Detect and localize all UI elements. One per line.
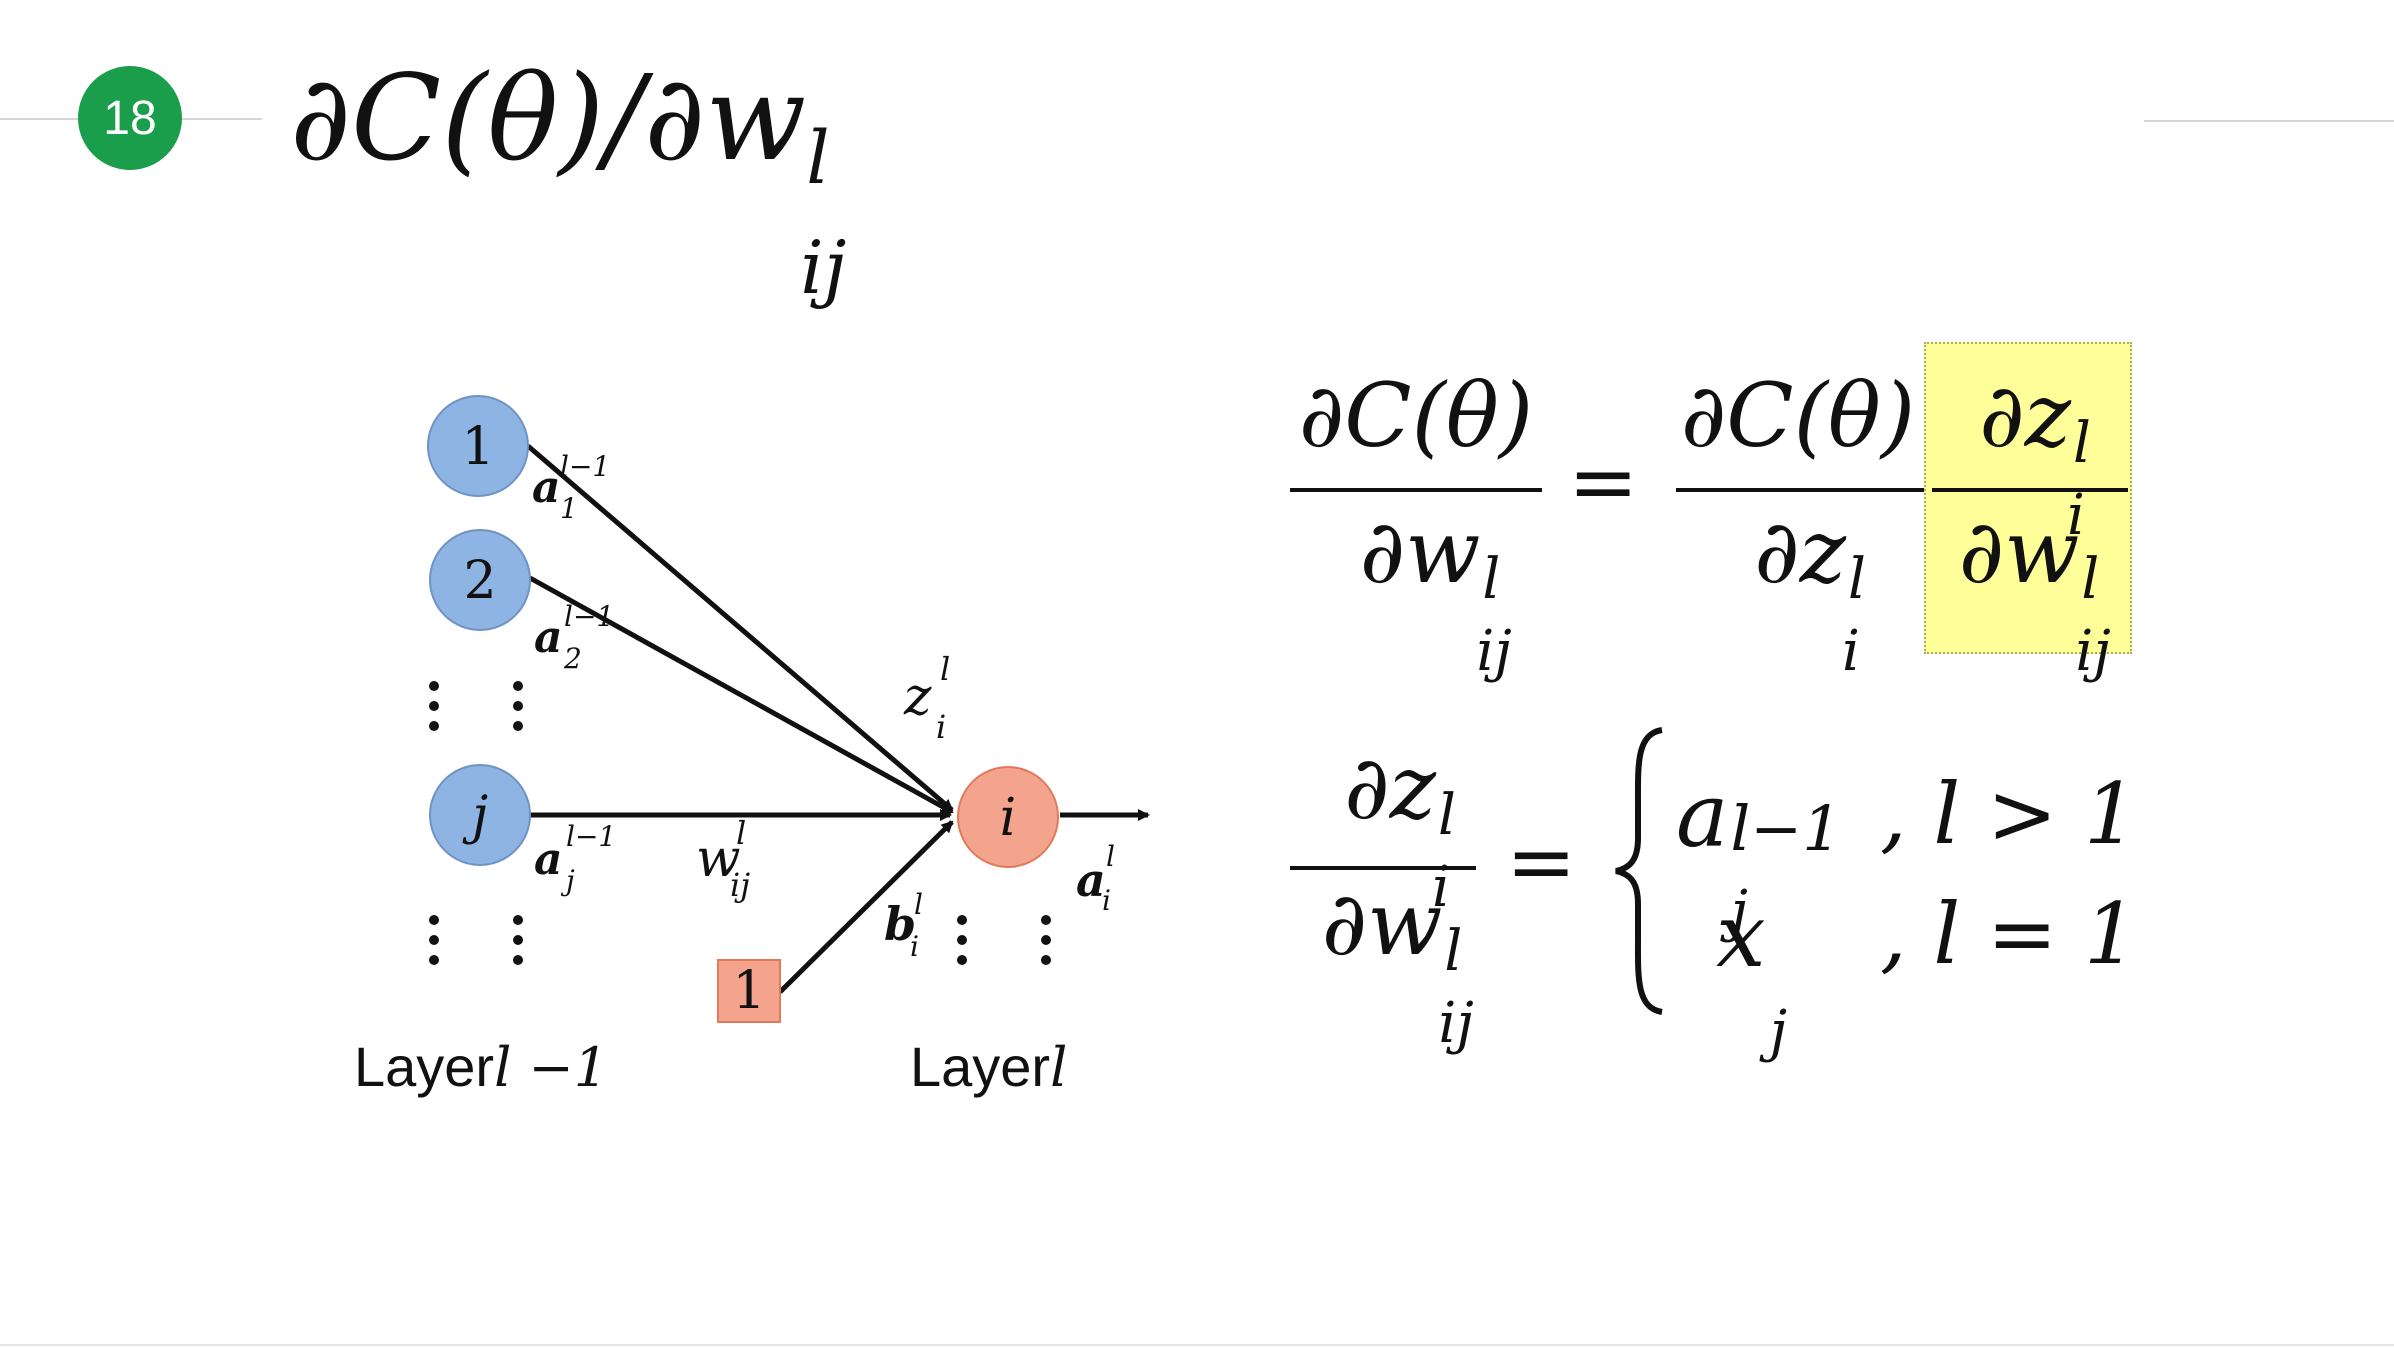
label-a1: a l−1 1 xyxy=(532,450,610,525)
eq2-lhs-num-main: ∂z xyxy=(1344,736,1436,839)
eq1-r2-den-sub: ij xyxy=(2075,619,2111,684)
eq2-lhs-den-sup: l xyxy=(1444,919,1463,984)
eq1-r2-num-sup: l xyxy=(2072,411,2091,476)
eq2-lhs-num-sup: l xyxy=(1437,783,1456,848)
layer-prev-text: Layer xyxy=(354,1035,495,1098)
eq1-r2-num-sub: i xyxy=(2066,483,2085,548)
svg-text:i: i xyxy=(936,708,946,746)
svg-text:l: l xyxy=(914,888,923,921)
slide-number-badge: 18 xyxy=(78,66,182,170)
eq2-lhs-num-sub: i xyxy=(1431,855,1450,920)
input-node-2: 2 xyxy=(429,529,531,631)
eq1-r2-den-main: ∂w xyxy=(1958,500,2080,603)
svg-text:z: z xyxy=(903,667,932,727)
label-a2: a l−1 2 xyxy=(534,600,614,675)
eq2-brace xyxy=(1615,727,1663,1015)
eq2-case1-sub: j xyxy=(1730,879,1748,944)
eq2-lhs-bar xyxy=(1290,866,1476,870)
edge-bias-to-i xyxy=(778,820,954,994)
svg-text:1: 1 xyxy=(560,492,578,525)
input-node-j: j xyxy=(429,764,531,866)
svg-text:l−1: l−1 xyxy=(564,600,614,633)
svg-text:a: a xyxy=(532,462,561,513)
edge-1-to-i xyxy=(526,444,954,812)
eq1-r1-num: ∂C(θ) xyxy=(1680,364,1916,467)
eq2-lhs-den-sub: ij xyxy=(1438,991,1474,1056)
svg-text:i: i xyxy=(910,930,919,963)
svg-text:1: 1 xyxy=(461,417,494,477)
svg-text:l: l xyxy=(1106,840,1115,873)
svg-text:2: 2 xyxy=(463,551,496,611)
eq1-lhs-den-sub: ij xyxy=(1476,619,1512,684)
svg-text:2: 2 xyxy=(563,642,582,675)
eq1-r2-num-main: ∂z xyxy=(1979,364,2071,467)
eq1-lhs-den-main: ∂w xyxy=(1359,500,1481,603)
input-node-1: 1 xyxy=(427,395,529,497)
svg-text:i: i xyxy=(1102,884,1111,917)
eq1-lhs-bar xyxy=(1290,488,1542,492)
eq2-equals: = xyxy=(1506,813,1577,911)
svg-text:b: b xyxy=(884,897,916,951)
eq1-equals: = xyxy=(1568,433,1639,531)
eq1-r1-den-sub: i xyxy=(1841,619,1860,684)
layer-cur-label: Layerl xyxy=(910,1034,1067,1100)
eq1-r2-bar xyxy=(1932,488,2128,492)
eq2-case1-main: a xyxy=(1676,764,1729,867)
svg-text:l−1: l−1 xyxy=(566,820,616,853)
title-main: ∂C(θ)/∂w xyxy=(290,49,807,187)
svg-text:a: a xyxy=(534,834,563,885)
label-ai: a l i xyxy=(1076,840,1115,917)
output-node-i: i xyxy=(957,766,1059,868)
svg-text:i: i xyxy=(1000,788,1017,848)
eq1-r1-bar xyxy=(1676,488,1924,492)
label-aj: a l−1 j xyxy=(534,820,616,897)
ellipsis-right xyxy=(957,915,1051,965)
ellipsis-left-lower xyxy=(429,915,523,965)
svg-text:l: l xyxy=(736,814,746,852)
eq2-lhs-den-main: ∂w xyxy=(1321,872,1443,975)
eq1-r2-den-sup: l xyxy=(2081,547,2100,612)
eq1-lhs-den-sup: l xyxy=(1482,547,1501,612)
eq2-case1-sup: l−1 xyxy=(1730,792,1842,865)
eq2-case2-sub: j xyxy=(1769,999,1788,1064)
layer-cur-text: Layer xyxy=(910,1035,1051,1098)
eq2-case2-main: x xyxy=(1716,884,1766,987)
edge-2-to-i xyxy=(528,575,954,815)
highlight-box xyxy=(1924,342,2132,654)
bias-node: 1 xyxy=(717,959,781,1023)
footer-rule xyxy=(0,1344,2394,1346)
eq2-case2-cond: , l = 1 xyxy=(1880,885,2138,983)
ellipsis-left-upper xyxy=(429,681,523,731)
svg-text:a: a xyxy=(1076,853,1106,907)
svg-text:l: l xyxy=(940,650,950,688)
layer-prev-math: l −1 xyxy=(494,1036,609,1099)
layer-cur-math: l xyxy=(1050,1036,1068,1099)
header-rule-right xyxy=(2144,120,2394,122)
svg-text:1: 1 xyxy=(732,961,765,1021)
eq1-r1-den-main: ∂z xyxy=(1754,500,1846,603)
label-z: z l i xyxy=(903,650,950,746)
eq1-r1-den-sup: l xyxy=(1847,547,1866,612)
label-w: w l ij xyxy=(696,814,750,904)
label-b: b l i xyxy=(884,888,923,963)
eq1-lhs-num: ∂C(θ) xyxy=(1298,364,1534,467)
svg-text:l−1: l−1 xyxy=(560,450,610,483)
svg-text:w: w xyxy=(696,829,741,889)
svg-text:ij: ij xyxy=(730,866,750,904)
title-sup: l xyxy=(806,116,830,201)
svg-text:a: a xyxy=(534,612,563,663)
title-sub: ij xyxy=(800,226,847,311)
layer-prev-label: Layerl −1 xyxy=(354,1034,608,1100)
eq2-case1-cond: , l > 1 xyxy=(1880,765,2138,863)
